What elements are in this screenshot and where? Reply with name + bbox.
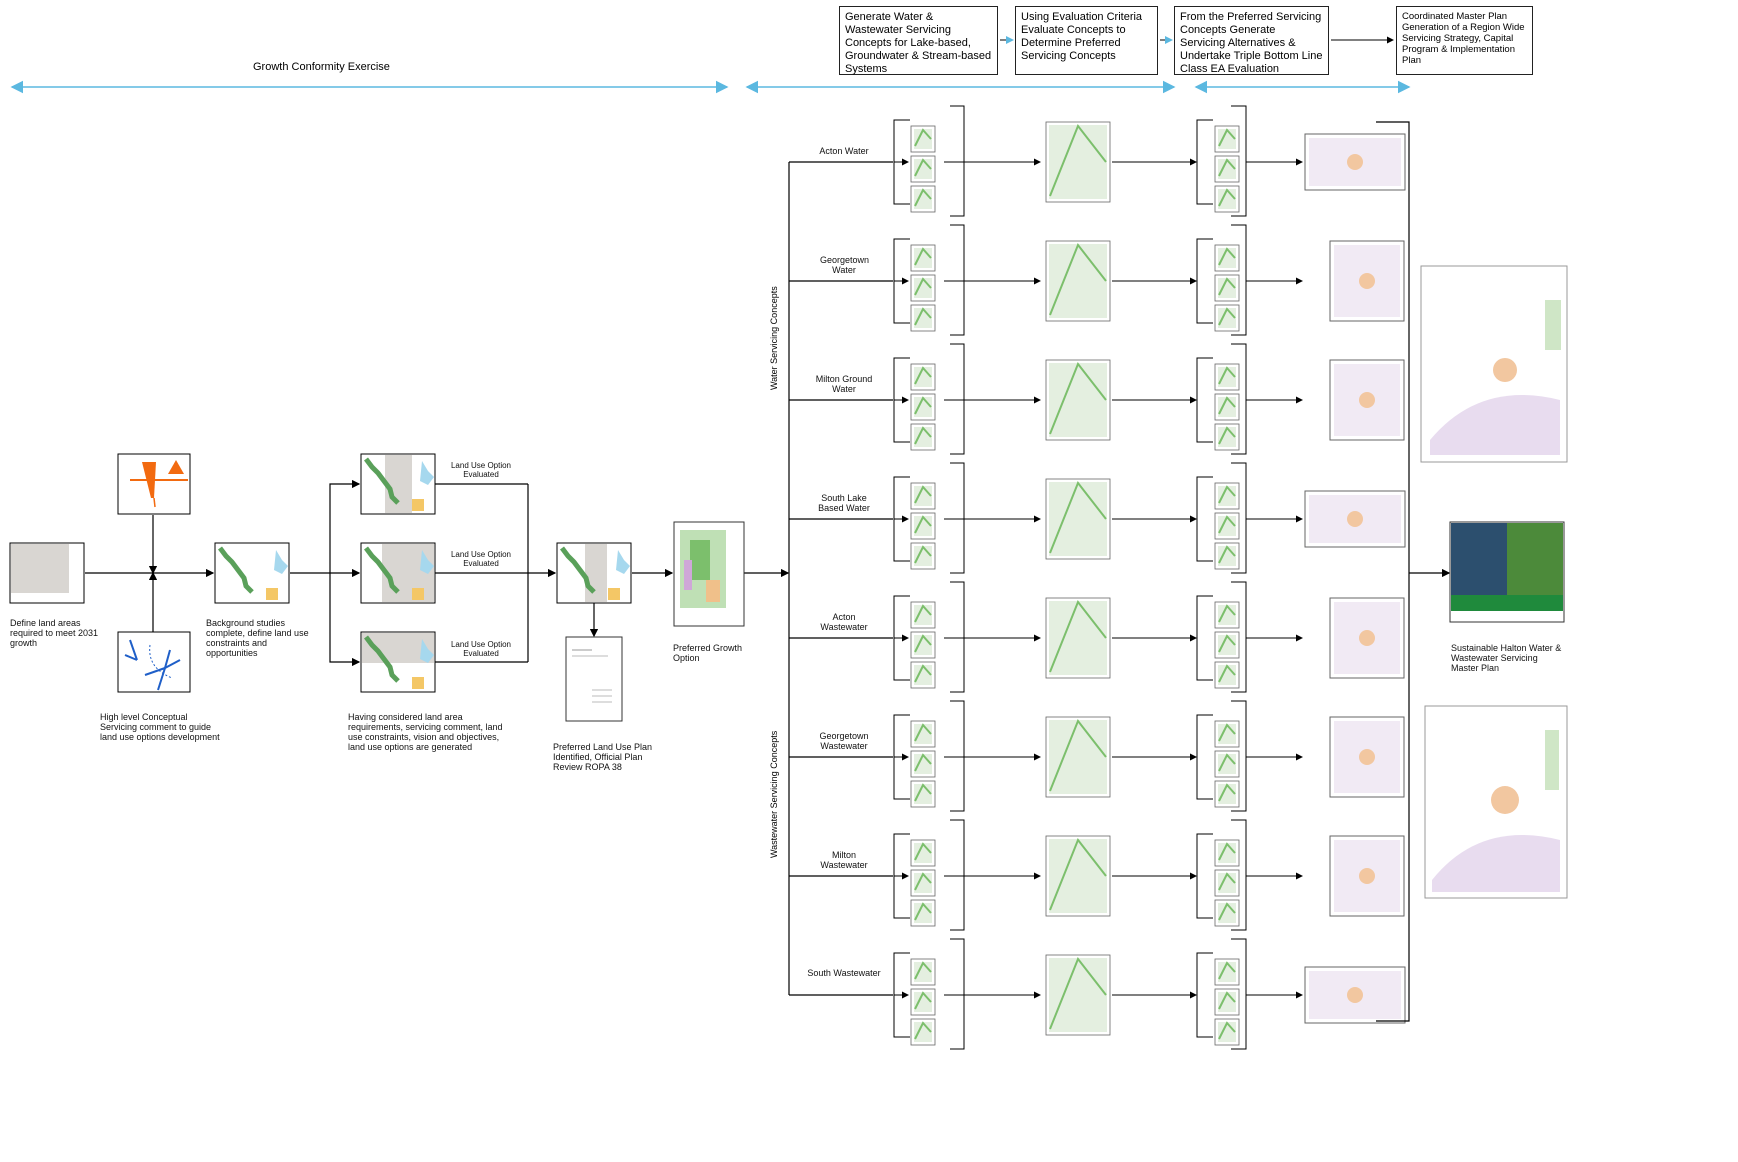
service-row <box>789 106 1405 216</box>
evaluation-map <box>1046 241 1110 321</box>
thumbnail-map-icon <box>911 721 935 747</box>
preferred-alternative-map <box>1305 491 1405 547</box>
thumbnail-map-icon <box>1215 602 1239 628</box>
master-plan-water-map <box>1421 266 1567 462</box>
thumbnail-map-icon <box>1215 959 1239 985</box>
land-use-option-map-3 <box>361 632 435 692</box>
preferred-alternative-map <box>1330 717 1404 797</box>
thumbnail-map-icon <box>911 1019 935 1045</box>
thumbnail-map-icon <box>911 602 935 628</box>
service-row <box>789 820 1404 930</box>
thumbnail-map-icon <box>911 364 935 390</box>
thumbnail-map-icon <box>1215 632 1239 658</box>
master-plan-cover <box>1450 522 1564 622</box>
preferred-alternative-map <box>1305 967 1405 1023</box>
thumbnail-map-icon <box>911 394 935 420</box>
thumbnail-map-icon <box>1215 245 1239 271</box>
land-area-map-icon <box>10 543 84 603</box>
thumbnail-map-icon <box>1215 424 1239 450</box>
thumbnail-map-icon <box>911 275 935 301</box>
thumbnail-map-icon <box>911 483 935 509</box>
thumbnail-map-icon <box>1215 900 1239 926</box>
thumbnail-map-icon <box>911 781 935 807</box>
preferred-alternative-map <box>1330 598 1404 678</box>
thumbnail-map-icon <box>1215 513 1239 539</box>
thumbnail-map-icon <box>911 989 935 1015</box>
thumbnail-map-icon <box>911 662 935 688</box>
land-use-option-map-1 <box>361 454 435 514</box>
preferred-growth-map <box>674 522 744 626</box>
service-row <box>789 225 1404 335</box>
thumbnail-map-icon <box>1215 989 1239 1015</box>
thumbnail-map-icon <box>1215 751 1239 777</box>
preferred-alternative-map <box>1305 134 1405 190</box>
thumbnail-map-icon <box>911 543 935 569</box>
thumbnail-map-icon <box>1215 1019 1239 1045</box>
service-rows <box>789 106 1405 1049</box>
servicing-arrows-icon <box>118 454 190 514</box>
land-use-option-map-2 <box>361 543 435 603</box>
service-row <box>789 939 1405 1049</box>
preferred-alternative-map <box>1330 836 1404 916</box>
thumbnail-map-icon <box>911 632 935 658</box>
report-cover-icon <box>566 637 622 721</box>
thumbnail-map-icon <box>1215 364 1239 390</box>
thumbnail-map-icon <box>911 424 935 450</box>
constraints-map-icon <box>215 543 289 603</box>
servicing-arrows-icon <box>118 632 190 692</box>
thumbnail-map-icon <box>1215 721 1239 747</box>
preferred-alternative-map <box>1330 360 1404 440</box>
evaluation-map <box>1046 955 1110 1035</box>
thumbnail-map-icon <box>1215 275 1239 301</box>
thumbnail-map-icon <box>1215 662 1239 688</box>
thumbnail-map-icon <box>911 186 935 212</box>
thumbnail-map-icon <box>1215 840 1239 866</box>
thumbnail-map-icon <box>1215 394 1239 420</box>
master-plan-wastewater-map <box>1425 706 1567 898</box>
preferred-land-use-map <box>557 543 631 603</box>
thumbnail-map-icon <box>1215 483 1239 509</box>
evaluation-map <box>1046 479 1110 559</box>
thumbnail-map-icon <box>911 840 935 866</box>
thumbnail-map-icon <box>1215 305 1239 331</box>
thumbnail-map-icon <box>1215 543 1239 569</box>
evaluation-map <box>1046 836 1110 916</box>
service-row <box>789 463 1405 573</box>
evaluation-map <box>1046 360 1110 440</box>
preferred-alternative-map <box>1330 241 1404 321</box>
thumbnail-map-icon <box>911 245 935 271</box>
thumbnail-map-icon <box>1215 781 1239 807</box>
thumbnail-map-icon <box>1215 870 1239 896</box>
thumbnail-map-icon <box>1215 186 1239 212</box>
evaluation-map <box>1046 122 1110 202</box>
thumbnail-map-icon <box>911 900 935 926</box>
service-row <box>789 701 1404 811</box>
thumbnail-map-icon <box>911 305 935 331</box>
service-row <box>789 344 1404 454</box>
thumbnail-map-icon <box>911 870 935 896</box>
thumbnail-map-icon <box>1215 126 1239 152</box>
evaluation-map <box>1046 717 1110 797</box>
thumbnail-map-icon <box>1215 156 1239 182</box>
service-row <box>789 582 1404 692</box>
evaluation-map <box>1046 598 1110 678</box>
thumbnail-map-icon <box>911 513 935 539</box>
thumbnail-map-icon <box>911 126 935 152</box>
thumbnail-map-icon <box>911 751 935 777</box>
thumbnail-map-icon <box>911 156 935 182</box>
thumbnail-map-icon <box>911 959 935 985</box>
